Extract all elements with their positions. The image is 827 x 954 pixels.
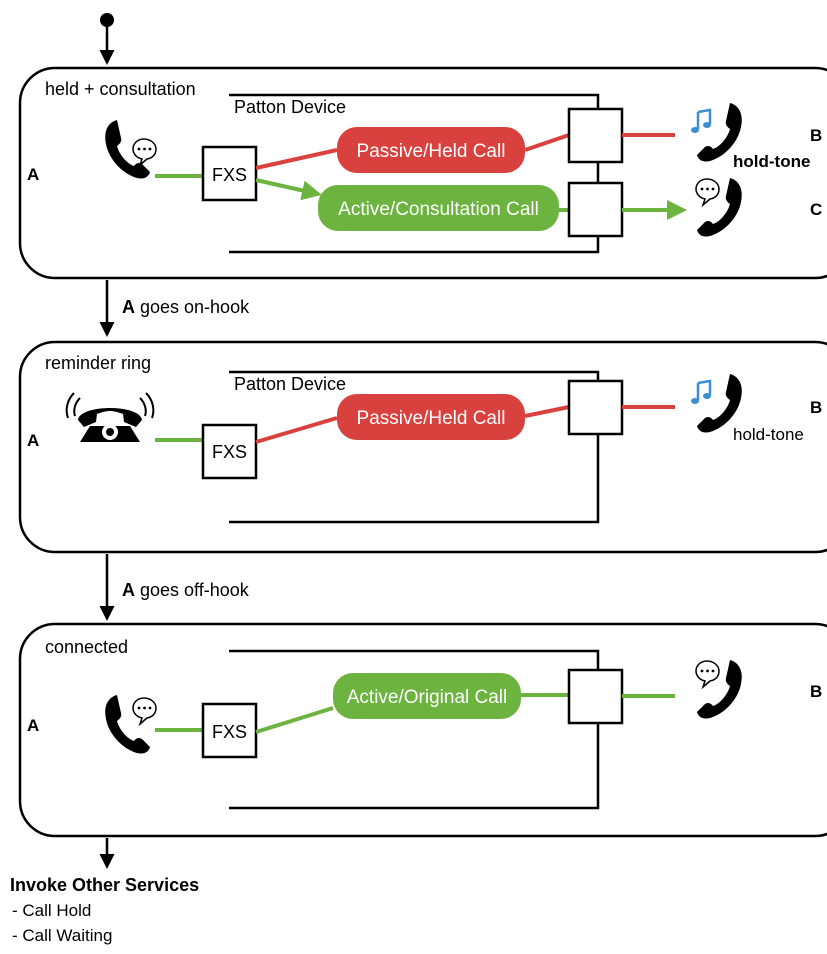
fxs-port bbox=[201, 145, 258, 202]
state-held-consultation: held + consultation Patton Device A FXS … bbox=[18, 66, 827, 280]
held-line-right bbox=[524, 133, 570, 152]
state-box bbox=[18, 340, 827, 554]
patton-device-box bbox=[229, 370, 600, 524]
active-call-label: Active/Consultation Call bbox=[338, 199, 539, 220]
port-b bbox=[567, 107, 624, 164]
held-call-pill bbox=[337, 394, 525, 440]
state-box bbox=[18, 66, 827, 280]
transition-off-hook: A goes off-hook bbox=[122, 580, 250, 600]
fxs-label: FXS bbox=[212, 165, 247, 185]
fxs-label: FXS bbox=[212, 722, 247, 742]
port-c bbox=[567, 181, 624, 238]
state-reminder-ring: reminder ring Patton Device A FXS Passiv… bbox=[18, 340, 827, 554]
state-box bbox=[18, 622, 827, 838]
held-call-pill bbox=[337, 127, 525, 173]
state-label: connected bbox=[45, 637, 128, 657]
party-b-tone: hold-tone bbox=[733, 425, 804, 444]
active-call-label: Active/Original Call bbox=[347, 687, 508, 708]
invoke-item: - Call Hold bbox=[12, 901, 91, 920]
music-note-icon bbox=[689, 379, 713, 406]
state-connected: connected A FXS Active/Original Call B bbox=[18, 622, 827, 838]
speech-bubble-icon bbox=[132, 697, 157, 725]
party-a-label: A bbox=[27, 165, 39, 184]
party-b-label: B bbox=[810, 126, 822, 145]
active-call-pill bbox=[333, 673, 521, 719]
device-label: Patton Device bbox=[234, 97, 346, 117]
active-call-pill bbox=[318, 185, 559, 231]
speech-bubble-c-icon bbox=[695, 178, 720, 206]
held-line-left bbox=[255, 148, 338, 170]
state-label: held + consultation bbox=[45, 79, 196, 99]
held-call-label: Passive/Held Call bbox=[357, 141, 506, 162]
party-b-label: B bbox=[810, 682, 822, 701]
held-line-right bbox=[524, 405, 570, 418]
invoke-item: - Call Waiting bbox=[12, 926, 112, 945]
music-note-icon bbox=[689, 108, 713, 135]
fxs-port bbox=[201, 423, 258, 480]
state-label: reminder ring bbox=[45, 353, 151, 373]
active-arrow-left bbox=[255, 178, 322, 201]
party-b-tone: hold-tone bbox=[733, 152, 810, 171]
ringing-phone-icon bbox=[65, 392, 155, 442]
held-line-left bbox=[255, 416, 338, 444]
party-c-label: C bbox=[810, 200, 822, 219]
device-label: Patton Device bbox=[234, 374, 346, 394]
transition-on-hook: A goes on-hook bbox=[122, 297, 250, 317]
held-call-label: Passive/Held Call bbox=[357, 408, 506, 429]
port-b bbox=[567, 379, 624, 436]
speech-bubble-b-icon bbox=[695, 660, 720, 688]
active-line-left bbox=[255, 706, 334, 734]
patton-device-box bbox=[229, 649, 600, 810]
party-a-label: A bbox=[27, 716, 39, 735]
port-b bbox=[567, 668, 624, 725]
fxs-port bbox=[201, 702, 258, 759]
invoke-title: Invoke Other Services bbox=[10, 875, 199, 895]
party-a-label: A bbox=[27, 431, 39, 450]
party-b-label: B bbox=[810, 398, 822, 417]
patton-device-box bbox=[229, 93, 600, 254]
fxs-label: FXS bbox=[212, 442, 247, 462]
speech-bubble-icon bbox=[132, 138, 157, 166]
